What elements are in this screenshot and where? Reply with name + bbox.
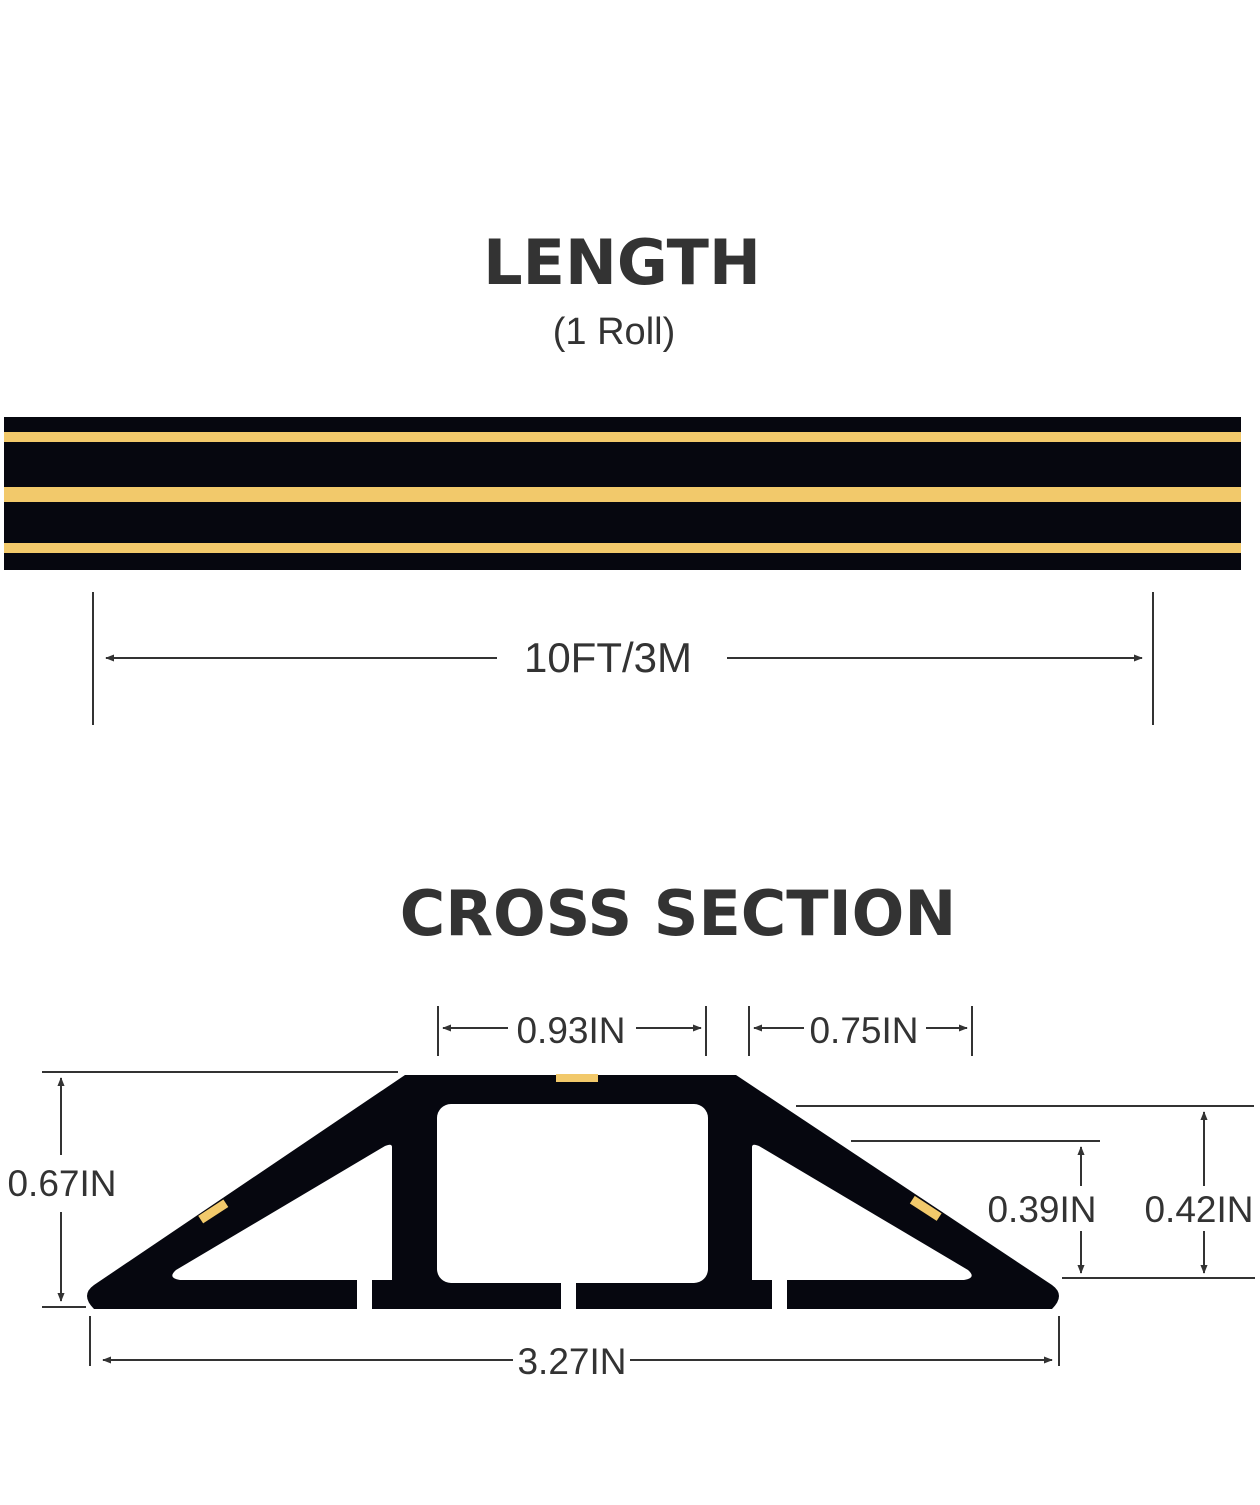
base-width-label: 3.27IN [517,1341,626,1382]
strip-stripe-top [4,432,1241,442]
side-height-dimension: 0.42IN [796,1105,1254,1274]
top-yellow-marker [556,1074,598,1082]
left-channel [172,1144,392,1280]
center-channel [437,1104,708,1283]
left-yellow-marker [198,1199,229,1224]
length-label: 10FT/3M [524,634,692,681]
channel-width-label: 0.93IN [516,1010,625,1051]
inner-height-label: 0.39IN [987,1189,1096,1230]
strip-stripe-middle [4,487,1241,502]
length-title: LENGTH [483,226,761,299]
right-channel [752,1144,972,1280]
strip-stripe-bottom [4,543,1241,553]
total-height-label: 0.67IN [7,1163,116,1204]
bottom-slit-2 [561,1280,576,1311]
side-height-label: 0.42IN [1144,1189,1253,1230]
right-yellow-marker [909,1195,942,1221]
length-dimension: 10FT/3M [92,592,1154,725]
total-height-dimension: 0.67IN [7,1071,398,1308]
cross-section-profile [87,1074,1059,1311]
bottom-slit-3 [772,1280,787,1311]
length-subtitle: (1 Roll) [553,311,675,353]
inner-height-dimension: 0.39IN [851,1140,1255,1279]
cable-protector-strip [4,417,1241,570]
side-channel-width-label: 0.75IN [809,1010,918,1051]
cross-section-title: CROSS SECTION [400,877,957,950]
bottom-slit-1 [357,1280,372,1311]
base-width-dimension: 3.27IN [89,1316,1060,1382]
channel-width-dimension: 0.93IN [437,1006,707,1056]
side-channel-width-dimension: 0.75IN [748,1006,973,1056]
